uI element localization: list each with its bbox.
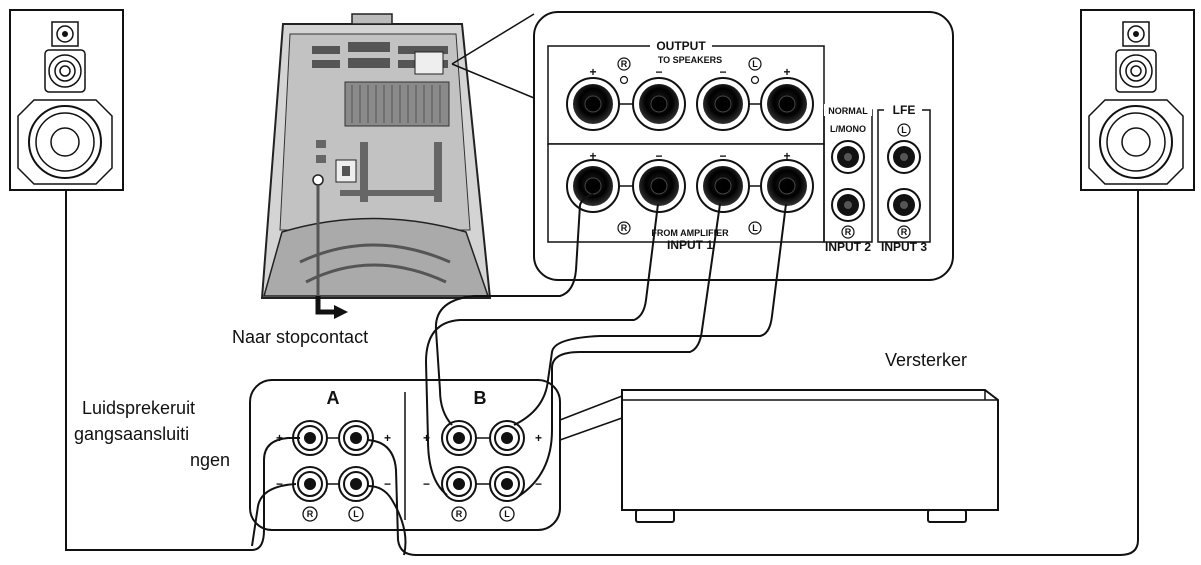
b-r-plus-sign: + — [423, 431, 430, 445]
b-l-mark-circle — [499, 506, 515, 522]
out-l-led — [750, 75, 760, 85]
a-l-mark-circle — [348, 506, 364, 522]
amplifier-terminal-panel: A B + + − − R L + + − − R L — [249, 379, 561, 531]
input3-r-mark: R — [901, 227, 908, 237]
cable-b-l-plus — [513, 203, 787, 426]
output-subtitle: TO SPEAKERS — [658, 55, 722, 65]
output-terminal-l-minus[interactable] — [696, 77, 750, 131]
cable-b-l-minus — [518, 203, 721, 497]
out-r-plus: + — [589, 65, 596, 79]
amp-callout-line-top — [559, 395, 623, 421]
out-r-mark: R — [621, 59, 628, 69]
amplifier-label: Versterker — [885, 350, 967, 370]
input1-terminal-r-plus[interactable] — [566, 159, 620, 213]
amp-b-terminal-l-plus[interactable] — [489, 420, 525, 456]
out-l-minus: − — [719, 65, 726, 79]
speaker-outputs-label-3: ngen — [190, 450, 230, 470]
speaker-outputs-label-2: gangsaansluiti — [74, 424, 189, 444]
amp-a-terminal-r-minus[interactable] — [292, 466, 328, 502]
a-l-mark: L — [353, 509, 359, 519]
in-l-mark-circle — [748, 221, 762, 235]
output-terminal-l-plus[interactable] — [760, 77, 814, 131]
input2-jack-l[interactable] — [831, 140, 865, 174]
l-mono-label: L/MONO — [830, 124, 866, 134]
cable-right-speaker-minus — [367, 485, 407, 556]
a-r-mark: R — [307, 509, 314, 519]
callout-line-top — [451, 13, 535, 65]
output-terminal-r-minus[interactable] — [632, 77, 686, 131]
amp-b-terminal-r-plus[interactable] — [441, 420, 477, 456]
out-l-plus: + — [783, 65, 790, 79]
amp-a-terminal-l-plus[interactable] — [338, 420, 374, 456]
in-l-plus: + — [783, 149, 790, 163]
output-terminal-r-plus[interactable] — [566, 77, 620, 131]
amp-callout-line-bottom — [559, 417, 623, 441]
amp-b-terminal-r-minus[interactable] — [441, 466, 477, 502]
out-l-mark-circle — [748, 57, 762, 71]
amplifier — [621, 389, 999, 523]
power-outlet-label: Naar stopcontact — [232, 327, 368, 347]
lfe-label: LFE — [893, 103, 916, 117]
b-l-mark: L — [504, 509, 510, 519]
b-l-plus-sign: + — [535, 431, 542, 445]
right-speaker — [1080, 9, 1195, 191]
lfe-l-mark-circle — [897, 123, 911, 137]
a-r-plus-sign: + — [276, 431, 283, 445]
amp-a-terminal-l-minus[interactable] — [338, 466, 374, 502]
input1-terminal-r-minus[interactable] — [632, 159, 686, 213]
cable-left-speaker-minus — [251, 483, 297, 547]
input3-r-mark-circle — [897, 225, 911, 239]
input2-r-mark: R — [845, 227, 852, 237]
in-r-minus: − — [655, 149, 662, 163]
left-speaker — [9, 9, 124, 191]
lfe-l-mark: L — [901, 125, 907, 135]
out-l-mark: L — [752, 59, 758, 69]
group-a-label: A — [327, 388, 340, 408]
normal-label: NORMAL — [828, 106, 868, 116]
group-b-label: B — [474, 388, 487, 408]
input2-label: INPUT 2 — [825, 240, 871, 254]
cable-b-r-plus — [434, 193, 594, 426]
input2-r-mark-circle — [841, 225, 855, 239]
input3-jack-r[interactable] — [887, 188, 921, 222]
subwoofer-terminal-panel: OUTPUT TO SPEAKERS + − − + R L + − − + R — [533, 11, 954, 281]
input3-jack-l[interactable] — [887, 140, 921, 174]
b-r-minus-sign: − — [423, 477, 430, 491]
b-l-minus-sign: − — [535, 477, 542, 491]
subwoofer-rear — [260, 13, 492, 319]
input3-label: INPUT 3 — [881, 240, 927, 254]
output-title: OUTPUT — [656, 39, 706, 53]
b-r-mark-circle — [451, 506, 467, 522]
out-r-led — [619, 75, 629, 85]
in-r-mark: R — [621, 223, 628, 233]
speaker-outputs-label-1: Luidsprekeruit — [82, 398, 195, 418]
a-l-plus-sign: + — [384, 431, 391, 445]
input2-jack-r[interactable] — [831, 188, 865, 222]
callout-line-bottom — [451, 63, 535, 99]
amp-b-terminal-l-minus[interactable] — [489, 466, 525, 502]
in-l-mark: L — [752, 223, 758, 233]
cable-b-r-minus — [424, 203, 659, 496]
b-r-mark: R — [456, 509, 463, 519]
from-amplifier-label: FROM AMPLIFIER — [651, 228, 729, 238]
a-l-minus-sign: − — [384, 477, 391, 491]
a-r-mark-circle — [302, 506, 318, 522]
in-l-minus: − — [719, 149, 726, 163]
out-r-minus: − — [655, 65, 662, 79]
in-r-mark-circle — [617, 221, 631, 235]
input1-terminal-l-minus[interactable] — [696, 159, 750, 213]
a-r-minus-sign: − — [276, 477, 283, 491]
input1-label: INPUT 1 — [667, 238, 713, 252]
input1-terminal-l-plus[interactable] — [760, 159, 814, 213]
amp-a-terminal-r-plus[interactable] — [292, 420, 328, 456]
in-r-plus: + — [589, 149, 596, 163]
cable-left-speaker-plus — [65, 190, 300, 551]
out-r-mark-circle — [617, 57, 631, 71]
